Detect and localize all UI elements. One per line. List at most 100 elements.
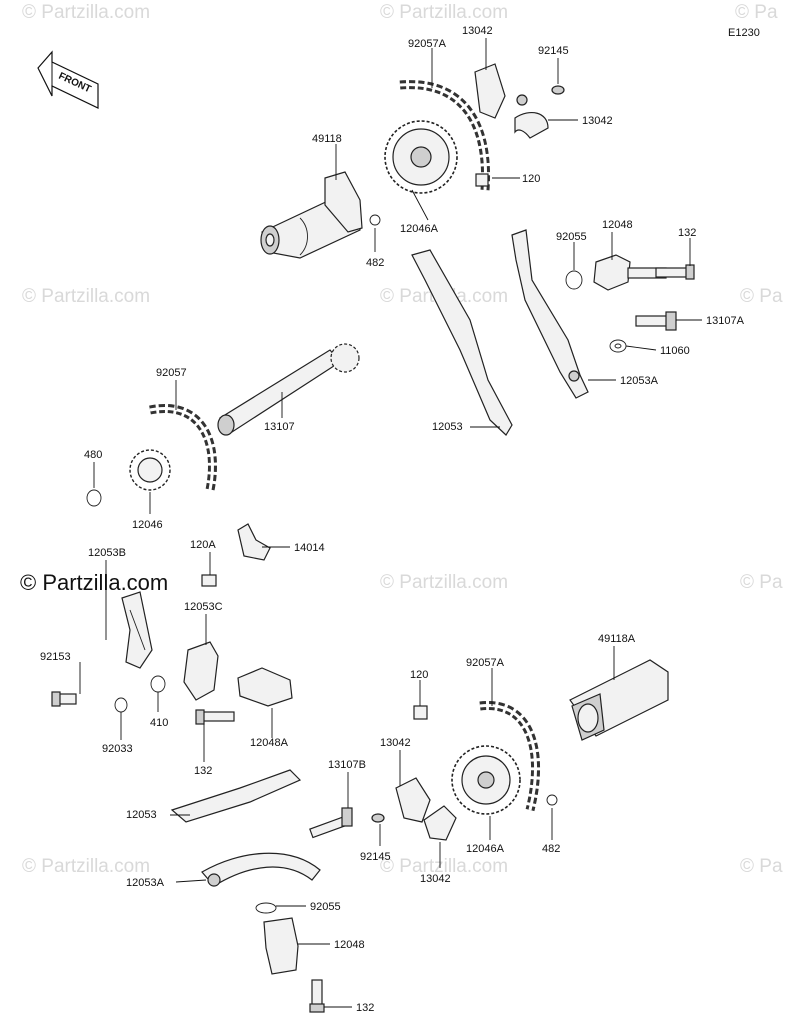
watermark: © Partzilla.com xyxy=(380,856,508,877)
part-label[interactable]: 13107A xyxy=(706,315,745,327)
part-label[interactable]: 480 xyxy=(84,449,102,461)
part-label[interactable]: 49118A xyxy=(598,633,636,645)
part-label[interactable]: 92057 xyxy=(156,367,187,379)
watermark: © Pa xyxy=(735,2,778,23)
chain-guide-12053-top xyxy=(411,249,513,436)
part-label[interactable]: 12053A xyxy=(620,375,659,387)
bolt-132-bot xyxy=(309,979,325,1013)
part-label[interactable]: 132 xyxy=(678,227,696,239)
part-label[interactable]: 92055 xyxy=(310,901,341,913)
part-label[interactable]: 120 xyxy=(522,173,540,185)
tensioner-12048-bot xyxy=(263,917,299,975)
part-label[interactable]: 92145 xyxy=(538,45,569,57)
part-label[interactable]: 13042 xyxy=(380,737,411,749)
part-label[interactable]: 92055 xyxy=(556,231,587,243)
shaft-13107 xyxy=(217,343,360,436)
part-label[interactable]: 12048A xyxy=(250,737,289,749)
part-label[interactable]: 49118 xyxy=(312,133,342,145)
part-label[interactable]: 12053A xyxy=(126,877,165,889)
chain-92057 xyxy=(149,404,217,491)
part-label[interactable]: 92153 xyxy=(40,651,71,663)
part-label[interactable]: 410 xyxy=(150,717,168,729)
tensioner-12048-top xyxy=(593,254,667,291)
watermark: © Partzilla.com xyxy=(22,2,150,23)
weight-13042-top-b xyxy=(514,94,549,139)
guide-12053B xyxy=(121,591,153,669)
bolt-120-bot xyxy=(413,705,428,720)
clip-482-bot xyxy=(546,794,558,806)
chain-92057A-bot xyxy=(479,701,541,812)
watermark: © Partzilla.com xyxy=(22,856,150,877)
guide-12053-bot xyxy=(170,769,302,823)
part-label[interactable]: 11060 xyxy=(660,345,690,357)
part-label[interactable]: 132 xyxy=(356,1002,374,1014)
weight-13042-top-a xyxy=(474,63,506,119)
part-label[interactable]: 120A xyxy=(190,539,216,551)
part-label[interactable]: 132 xyxy=(194,765,212,777)
watermark: © Partzilla.com xyxy=(380,2,508,23)
part-label[interactable]: 12046A xyxy=(400,223,439,235)
part-label[interactable]: 13042 xyxy=(582,115,613,127)
part-label[interactable]: 13107 xyxy=(264,421,295,433)
guide-12053C xyxy=(183,641,219,701)
bolt-132-mid xyxy=(195,709,235,725)
watermark: © Pa xyxy=(740,286,783,307)
part-label[interactable]: 12046A xyxy=(466,843,505,855)
part-label[interactable]: 13107B xyxy=(328,759,366,771)
part-label[interactable]: 12046 xyxy=(132,519,163,531)
o-ring-92055-top xyxy=(565,270,583,290)
tensioner-12048A xyxy=(237,667,293,707)
part-label[interactable]: 12053C xyxy=(184,601,223,613)
pivot-13107A xyxy=(635,311,677,331)
part-label[interactable]: 92057A xyxy=(466,657,505,669)
watermark: © Pa xyxy=(740,572,783,593)
watermark: © Partzilla.com xyxy=(380,572,508,593)
watermark: © Pa xyxy=(740,856,783,877)
part-label[interactable]: 92033 xyxy=(102,743,133,755)
bracket-14014 xyxy=(237,523,271,561)
watermark: © Partzilla.com xyxy=(22,286,150,307)
part-label[interactable]: 12048 xyxy=(602,219,633,231)
watermark-dark: © Partzilla.com xyxy=(20,570,168,595)
cam-chain-top-92057A xyxy=(399,80,491,191)
spring-92145-top xyxy=(551,85,565,95)
weight-13042-bot-a xyxy=(395,777,431,823)
part-label[interactable]: 14014 xyxy=(294,542,325,554)
part-label[interactable]: 12053B xyxy=(88,547,126,559)
spring-92145-bot xyxy=(371,813,385,823)
part-labels: 92057A 13042 92145 13042 49118 120 482 1… xyxy=(40,25,745,1014)
watermark-layer: © Partzilla.com © Partzilla.com © Pa © P… xyxy=(20,2,783,877)
o-ring-92055-bot xyxy=(255,902,277,914)
front-arrow-icon: FRONT xyxy=(37,50,99,109)
clip-480 xyxy=(86,489,102,507)
diagram-id: E1230 xyxy=(728,27,760,39)
part-label[interactable]: 92057A xyxy=(408,38,447,50)
sprocket-12046 xyxy=(129,449,171,491)
sprocket-12046A-bot xyxy=(451,745,521,815)
collar-92033 xyxy=(114,697,128,713)
sprocket-12046A-top xyxy=(384,120,458,194)
part-label[interactable]: 13042 xyxy=(462,25,493,37)
part-label[interactable]: 482 xyxy=(542,843,560,855)
clip-482-top xyxy=(369,214,381,226)
bolt-132-top xyxy=(655,264,695,280)
part-label[interactable]: 120 xyxy=(410,669,428,681)
part-label[interactable]: 482 xyxy=(366,257,384,269)
chain-tensioner-guide-12053A-top xyxy=(511,229,589,399)
bolt-120-top xyxy=(475,173,489,187)
bolt-120A xyxy=(201,574,217,587)
part-label[interactable]: 13042 xyxy=(420,873,451,885)
part-label[interactable]: 12053 xyxy=(432,421,463,433)
part-label[interactable]: 12053 xyxy=(126,809,157,821)
camshaft-49118A xyxy=(569,659,669,741)
bolt-92153 xyxy=(51,691,77,707)
part-label[interactable]: 92145 xyxy=(360,851,391,863)
washer-11060 xyxy=(609,339,627,353)
pivot-13107B xyxy=(309,807,353,839)
camshaft-49118 xyxy=(260,171,363,259)
guide-12053A-bot xyxy=(201,852,321,887)
part-label[interactable]: 12048 xyxy=(334,939,365,951)
weight-13042-bot-b xyxy=(423,805,457,841)
leader-lines xyxy=(79,38,702,1008)
